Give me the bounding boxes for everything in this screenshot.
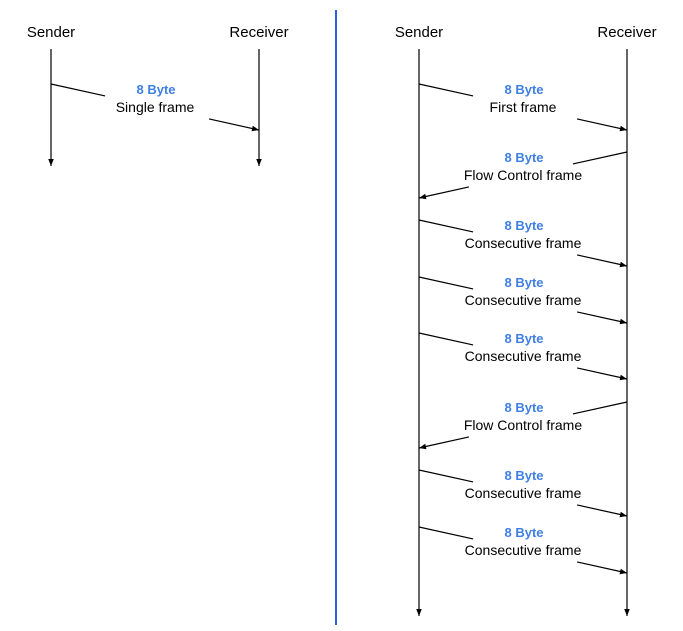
message-arrow-head [576, 367, 628, 381]
message-frame-label: Consecutive frame [465, 485, 582, 501]
message-arrow-tail [418, 526, 474, 540]
left-sender-label: Sender [27, 24, 75, 41]
message-size-label: 8 Byte [504, 400, 543, 415]
message-arrow-head [576, 504, 628, 518]
message-frame-label: Consecutive frame [465, 542, 582, 558]
message-arrow-tail [418, 83, 474, 97]
message-frame-label: Flow Control frame [464, 417, 582, 433]
message-arrow-head [576, 118, 628, 132]
message-arrow-head [418, 436, 470, 450]
message-size-label: 8 Byte [136, 82, 175, 97]
message-frame-label: Consecutive frame [465, 292, 582, 308]
message-arrow-tail [572, 401, 628, 415]
message-arrow-tail [418, 219, 474, 233]
message-size-label: 8 Byte [504, 150, 543, 165]
message-arrow-tail [418, 276, 474, 290]
message-frame-label: Consecutive frame [465, 235, 582, 251]
message-arrow-tail [50, 83, 106, 97]
message-size-label: 8 Byte [504, 331, 543, 346]
message-frame-label: First frame [490, 99, 557, 115]
message-size-label: 8 Byte [504, 275, 543, 290]
message-frame-label: Flow Control frame [464, 167, 582, 183]
message-arrow-head [576, 561, 628, 575]
message-arrow-tail [572, 151, 628, 165]
message-arrow-head [208, 118, 260, 132]
left-receiver-label: Receiver [229, 24, 288, 41]
message-arrow-tail [418, 469, 474, 483]
message-frame-label: Consecutive frame [465, 348, 582, 364]
message-arrow-head [576, 254, 628, 268]
message-arrow-head [418, 186, 470, 200]
message-size-label: 8 Byte [504, 525, 543, 540]
right-receiver-label: Receiver [597, 24, 656, 41]
message-frame-label: Single frame [116, 99, 195, 115]
message-arrow-tail [418, 332, 474, 346]
message-size-label: 8 Byte [504, 82, 543, 97]
message-arrow-head [576, 311, 628, 325]
right-sender-label: Sender [395, 24, 443, 41]
message-size-label: 8 Byte [504, 468, 543, 483]
message-size-label: 8 Byte [504, 218, 543, 233]
